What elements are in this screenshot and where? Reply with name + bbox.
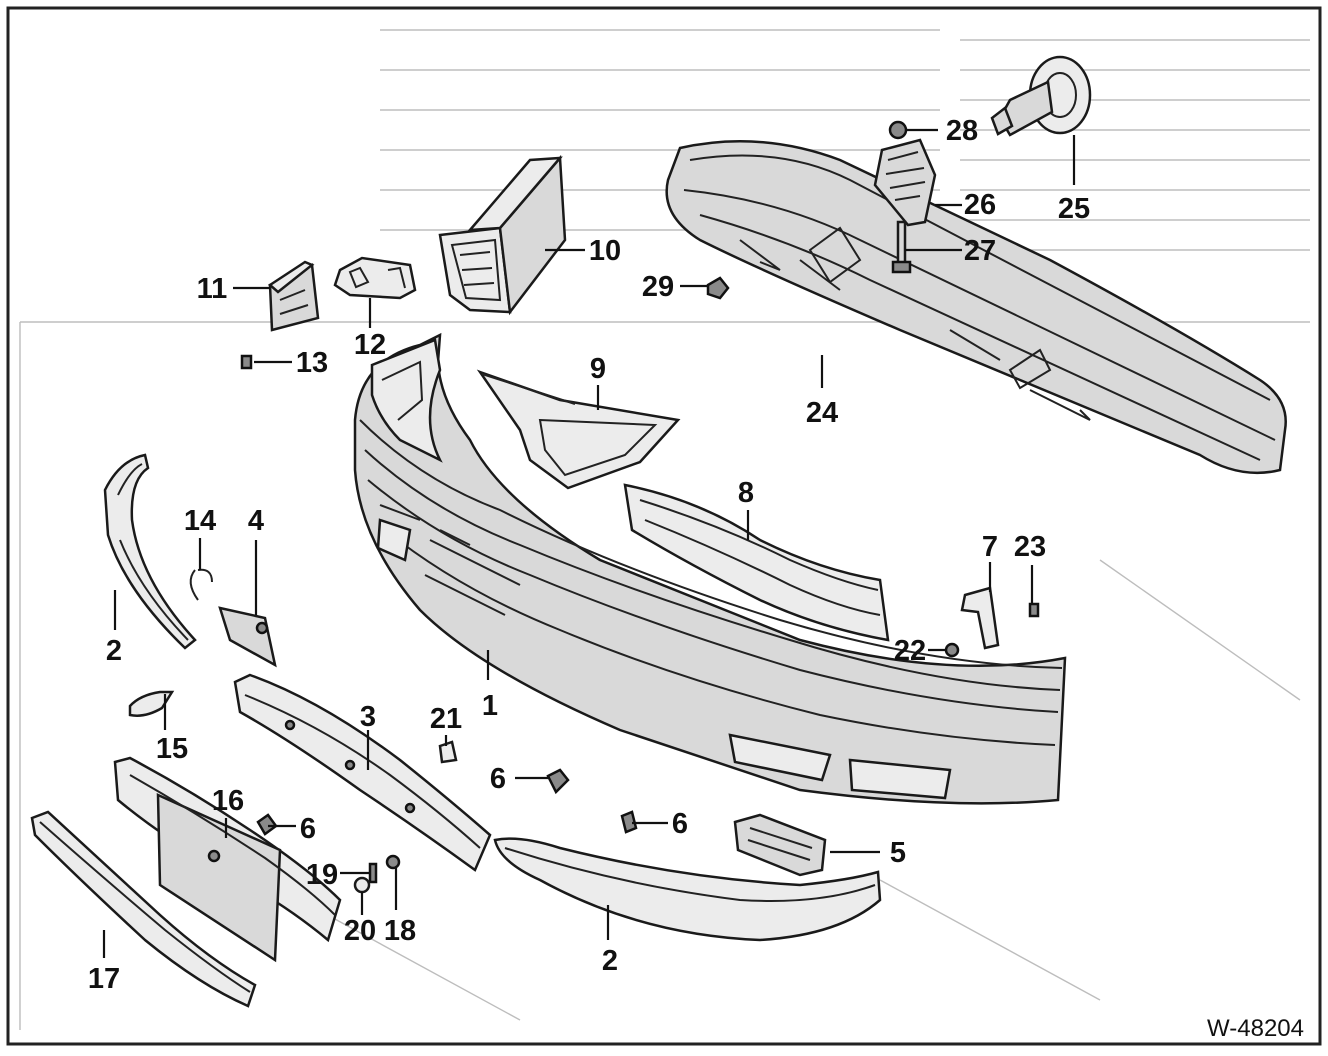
part-6-fastener-b <box>620 810 638 834</box>
part-16-license-plate-bracket <box>113 756 342 963</box>
callout-12: 12 <box>354 329 386 361</box>
callout-11: 11 <box>197 273 228 305</box>
part-26-mounting-bracket <box>873 138 937 227</box>
part-6-fastener-c <box>256 813 278 836</box>
callout-17: 17 <box>88 963 120 995</box>
callout-8: 8 <box>738 477 754 509</box>
part-18-grommet <box>385 854 401 870</box>
part-19-screw <box>368 862 378 884</box>
callout-10: 10 <box>589 235 621 267</box>
part-21-clip <box>438 740 458 764</box>
part-7-side-bracket <box>960 586 1000 650</box>
callout-2-lower: 2 <box>602 945 618 977</box>
callout-13: 13 <box>296 347 328 379</box>
callout-25: 25 <box>1058 193 1090 225</box>
callout-19: 19 <box>306 859 338 891</box>
callout-23: 23 <box>1014 531 1046 563</box>
part-23-screw <box>1028 602 1040 618</box>
leader-lines <box>102 128 1076 958</box>
callout-5: 5 <box>890 837 906 869</box>
callout-2-upper: 2 <box>106 635 122 667</box>
figure-border <box>6 6 1322 1046</box>
part-11-support-bracket <box>267 260 320 332</box>
part-29-clip <box>706 276 730 300</box>
callout-15: 15 <box>156 733 188 765</box>
callout-9: 9 <box>590 353 606 385</box>
callout-29: 29 <box>642 271 674 303</box>
part-28-nut <box>888 120 908 140</box>
part-6-fastener-a <box>546 768 570 795</box>
part-1-front-bumper-cover <box>353 332 1067 805</box>
callout-6-c: 6 <box>300 813 316 845</box>
callout-6-b: 6 <box>672 808 688 840</box>
part-2-trim-strip-left <box>103 453 197 650</box>
part-5-fog-lamp-grille <box>733 813 827 877</box>
callout-18: 18 <box>384 915 416 947</box>
callout-28: 28 <box>946 115 978 147</box>
callout-6-a: 6 <box>490 763 506 795</box>
part-8-grille <box>623 483 890 642</box>
part-17-lower-trim <box>30 810 257 1008</box>
part-14-clip <box>189 568 213 601</box>
callout-1: 1 <box>482 690 498 722</box>
callout-22: 22 <box>894 635 926 667</box>
callout-7: 7 <box>982 531 998 563</box>
figure-id-label: W-48204 <box>1207 1015 1304 1042</box>
callout-14: 14 <box>184 505 216 537</box>
part-2-trim-strip-lower <box>493 837 882 942</box>
callout-20: 20 <box>344 915 376 947</box>
callout-labels: 1 2 2 3 4 5 6 6 6 7 8 9 10 11 12 13 14 1… <box>88 115 1090 995</box>
part-25-rubber-stop <box>990 55 1092 137</box>
part-4-side-reflector <box>218 606 277 668</box>
part-15-cover-cap <box>128 690 175 717</box>
part-10-impact-absorber <box>438 154 567 316</box>
callout-3: 3 <box>360 701 376 733</box>
part-13-clip <box>240 354 253 370</box>
callout-16: 16 <box>212 785 244 817</box>
part-22-nut <box>944 642 960 658</box>
callout-24: 24 <box>806 397 838 429</box>
callout-27: 27 <box>964 235 996 267</box>
callout-26: 26 <box>964 189 996 221</box>
part-9-grille-support <box>476 369 681 490</box>
callout-21: 21 <box>430 703 462 735</box>
part-12-support-bracket <box>333 256 417 300</box>
part-24-rear-bumper <box>665 140 1287 475</box>
part-3-reinforcement <box>233 673 492 872</box>
part-20-washer <box>353 876 371 894</box>
callout-4: 4 <box>248 505 264 537</box>
part-27-bolt <box>891 220 912 274</box>
